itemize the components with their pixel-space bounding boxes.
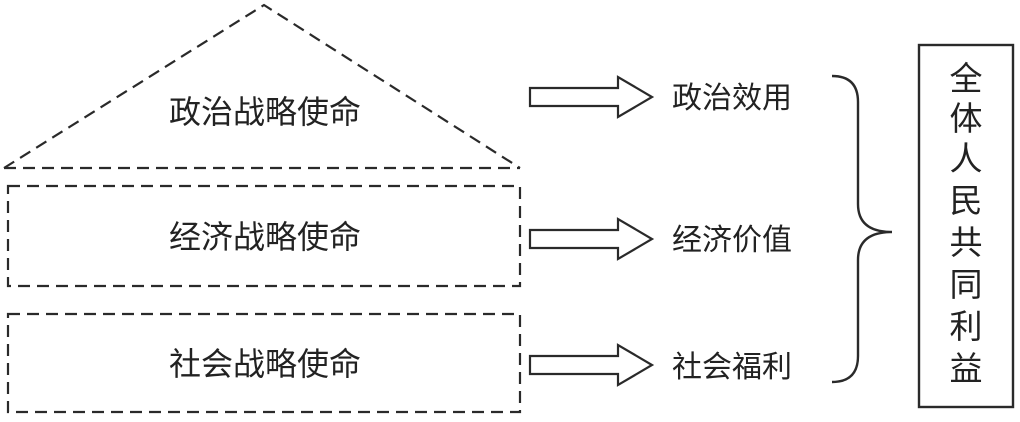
social-mission-block: 社会战略使命 [6, 312, 522, 414]
economic-mission-block: 经济战略使命 [6, 184, 522, 288]
arrow-political-icon [528, 75, 655, 119]
goal-char: 民 [950, 181, 983, 220]
political-mission-label: 政治战略使命 [169, 93, 361, 131]
goal-char: 全 [950, 59, 983, 98]
arrow-economic-icon [528, 217, 655, 261]
economic-mission-box [6, 184, 522, 288]
goal-char: 人 [950, 139, 983, 178]
arrow-social-icon [528, 343, 655, 387]
roof-outline [3, 3, 521, 169]
goal-char: 利 [950, 307, 983, 346]
goal-char: 益 [950, 349, 983, 388]
political-mission-block: 政治战略使命 [3, 3, 521, 170]
social-mission-label: 社会战略使命 [169, 345, 361, 383]
goal-char: 体 [950, 99, 983, 138]
social-mission-box [6, 312, 522, 414]
social-outcome-label: 社会福利 [672, 350, 792, 385]
right-brace-icon [831, 74, 893, 384]
goal-char: 共 [950, 223, 983, 262]
common-interest-box [917, 43, 1015, 409]
common-interest-block: 全 体 人 民 共 同 利 益 [917, 43, 1015, 409]
political-outcome-label: 政治效用 [672, 81, 792, 116]
economic-outcome-label: 经济价值 [672, 223, 792, 258]
goal-char: 同 [950, 265, 983, 304]
economic-mission-label: 经济战略使命 [169, 218, 361, 256]
